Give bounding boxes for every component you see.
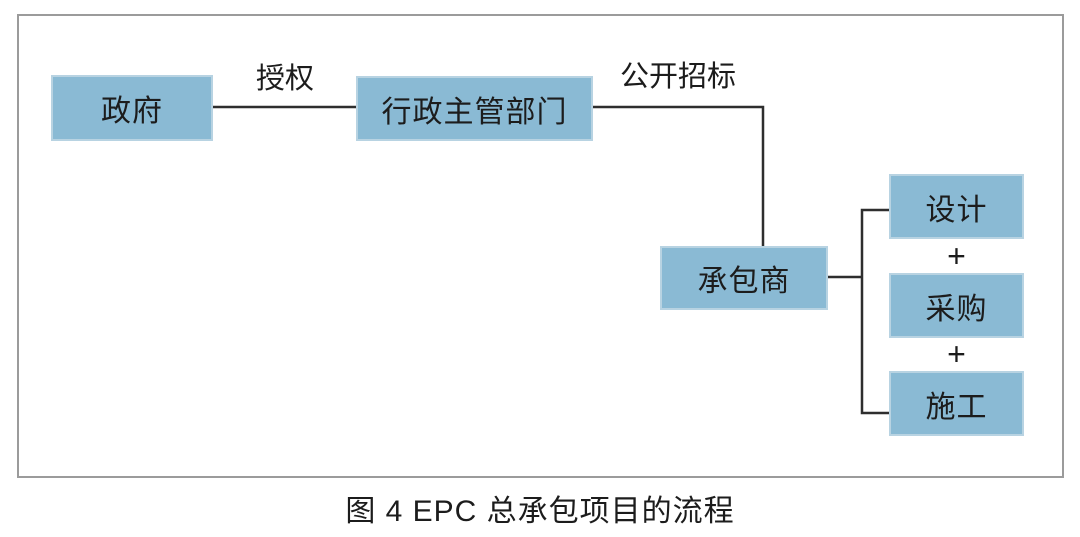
- procurement-node-label: 采购: [925, 292, 988, 326]
- authorize-edge-label: 授权: [255, 63, 314, 95]
- admin-dept-node-label: 行政主管部门: [381, 95, 568, 129]
- plus-operator-design-procurement: +: [947, 238, 966, 274]
- design-node-label: 设计: [925, 193, 988, 227]
- figure-caption: 图 4 EPC 总承包项目的流程: [345, 495, 735, 528]
- design-node: 设计: [889, 174, 1024, 239]
- contractor-node-label: 承包商: [697, 265, 791, 298]
- admin-dept-node: 行政主管部门: [356, 76, 593, 141]
- government-node-label: 政府: [101, 95, 163, 128]
- procurement-node: 采购: [889, 273, 1024, 338]
- construction-node-label: 施工: [925, 390, 988, 424]
- government-node: 政府: [51, 75, 213, 141]
- contractor-node: 承包商: [660, 246, 828, 310]
- construction-node: 施工: [889, 371, 1024, 436]
- public-bidding-edge-label: 公开招标: [619, 61, 736, 93]
- plus-operator-procurement-construction: +: [947, 336, 966, 372]
